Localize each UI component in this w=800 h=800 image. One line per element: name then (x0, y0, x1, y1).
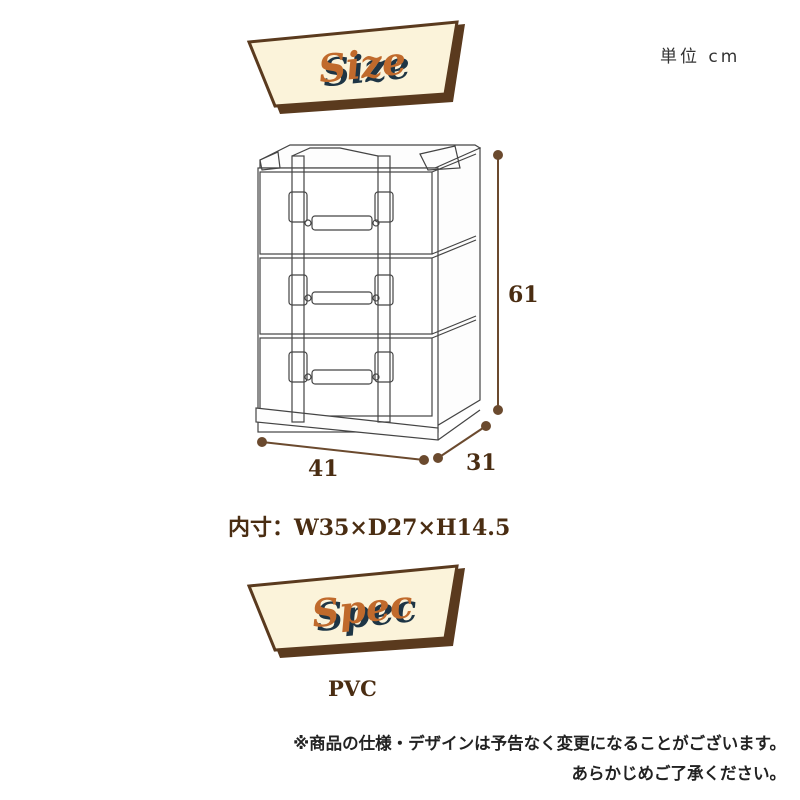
spec-heading-shadow: Spec (313, 585, 418, 640)
svg-text:Size: Size (316, 38, 408, 92)
width-dimension-label: 41 (308, 456, 339, 482)
spec-heading: Spec (309, 581, 414, 636)
size-heading: Size (316, 38, 408, 92)
svg-text:Spec: Spec (313, 585, 418, 640)
notice-line-2: あらかじめご了承ください。 (571, 764, 787, 783)
notice-line-1: ※商品の仕様・デザインは予告なく変更になることがございます。 (293, 734, 786, 753)
height-dimension-label: 61 (508, 282, 539, 308)
trunk-cabinet-illustration (250, 140, 520, 484)
spec-heading-banner: Spec Spec (245, 558, 470, 658)
material-text: PVC (328, 676, 377, 701)
svg-text:Spec: Spec (309, 581, 414, 636)
svg-text:Size: Size (320, 42, 412, 96)
size-heading-shadow: Size (320, 42, 412, 96)
inner-dimensions: 内寸：W35×D27×H14.5 (228, 515, 511, 541)
depth-dimension-label: 31 (466, 450, 497, 476)
size-heading-banner: Size Size (245, 14, 470, 114)
unit-label: 単位 cm (660, 47, 741, 67)
